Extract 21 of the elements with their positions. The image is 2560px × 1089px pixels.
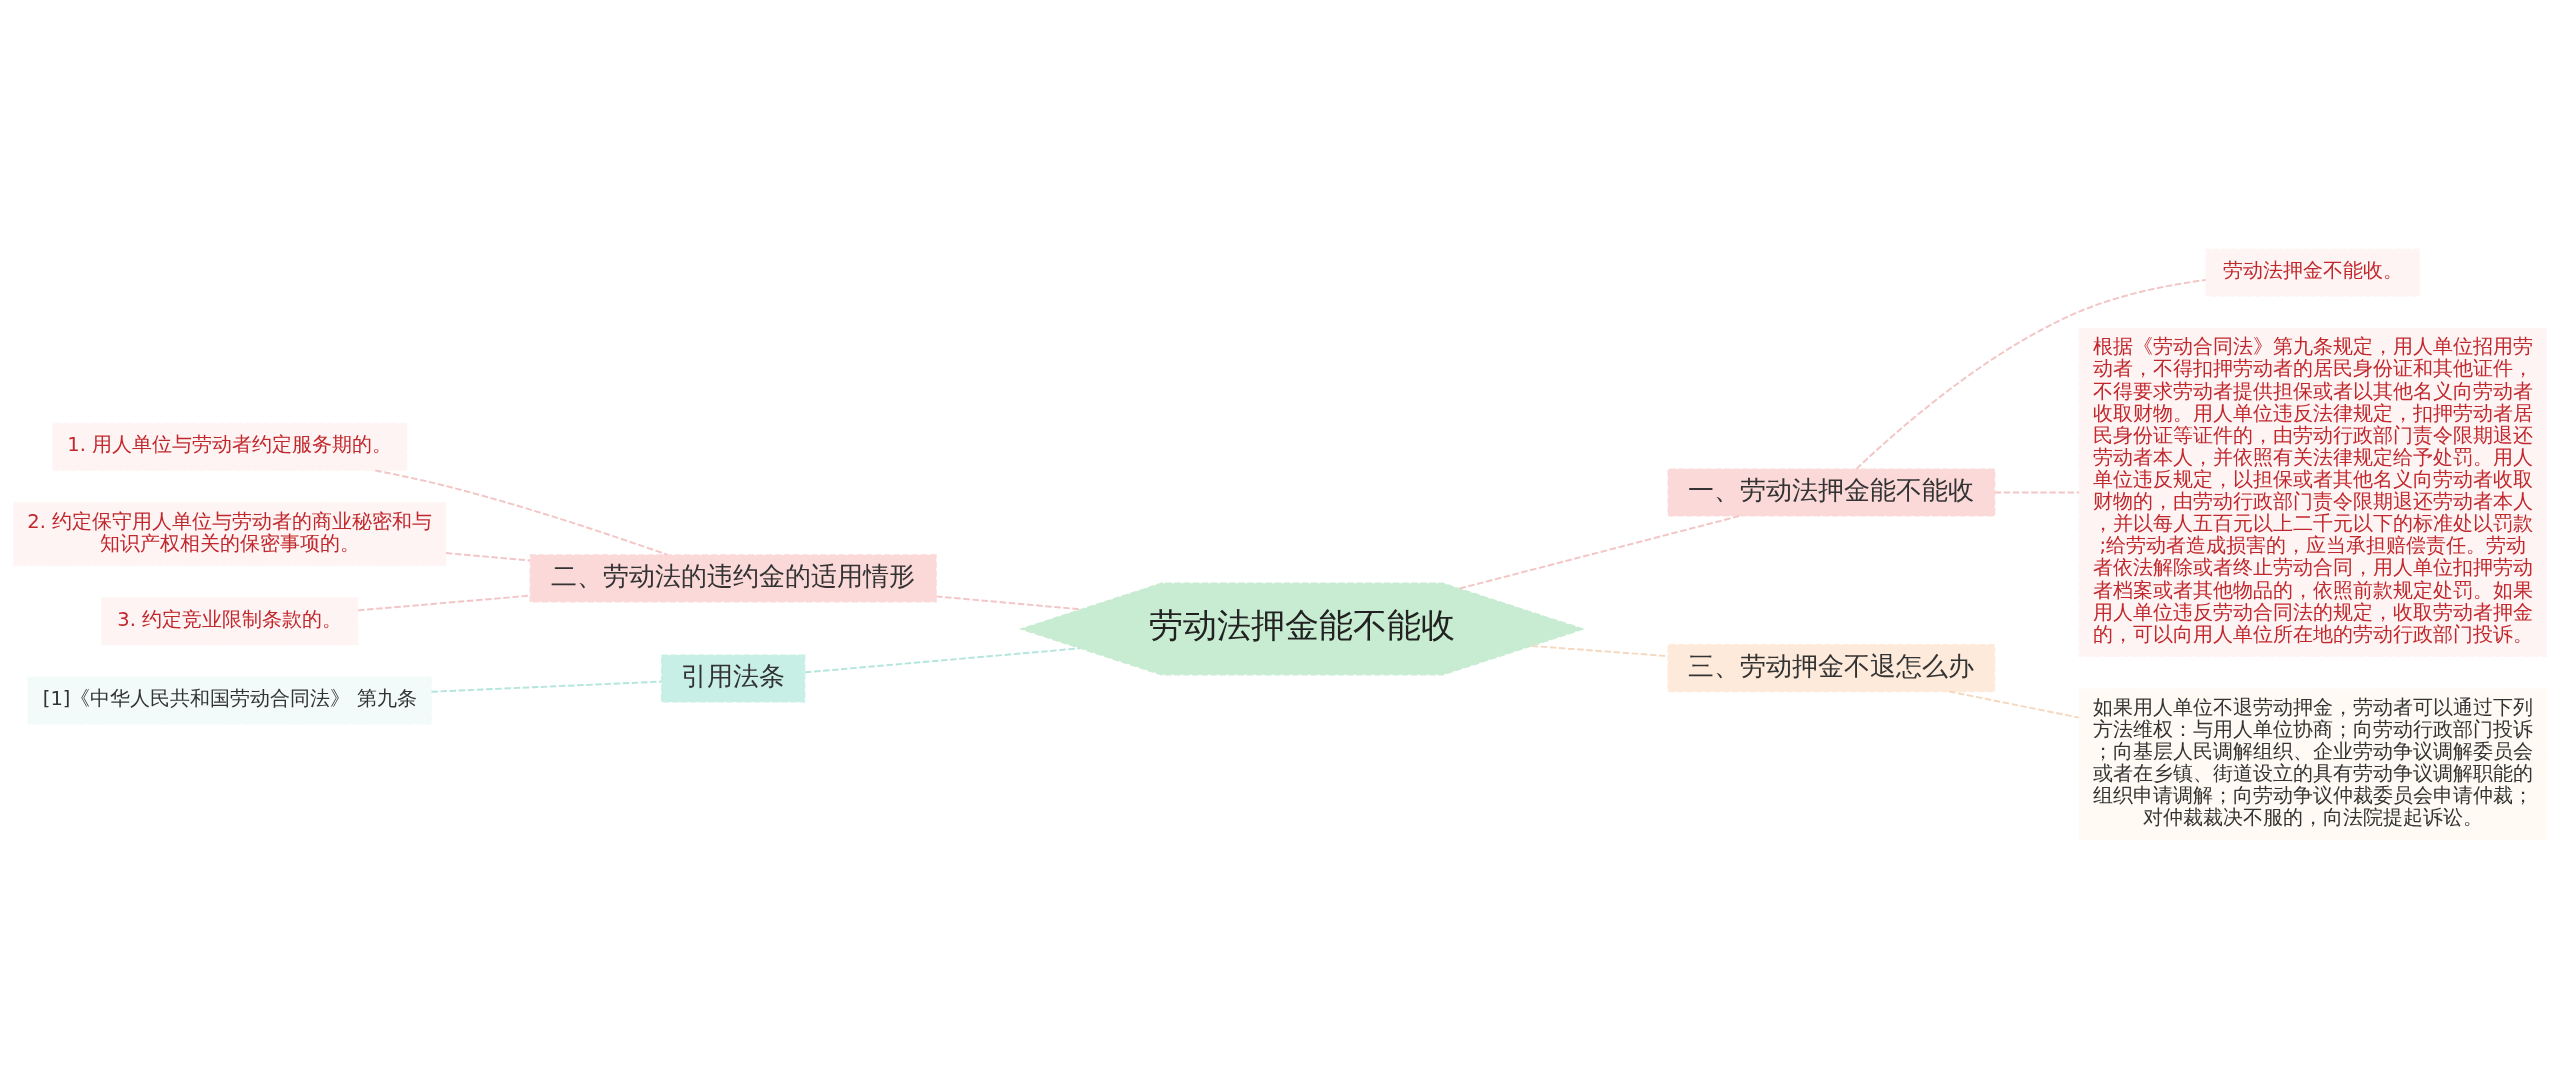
node-box: 二、劳动法的违约金的适用情形 (529, 554, 937, 603)
connector (445, 552, 531, 562)
node-box: 2. 约定保守用人单位与劳动者的商业秘密和与知识产权相关的保密事项的。 (13, 502, 447, 566)
connector (430, 680, 663, 693)
node-box: 三、劳动押金不退怎么办 (1667, 644, 1996, 693)
connector (804, 647, 1081, 674)
node-box: 如果用人单位不退劳动押金，劳动者可以通过下列方法维权：与用人单位协商；向劳动行政部门投诉；向基层人民调解组织、企业劳动争议调解委员会或者在乡镇、街道设立的具有劳动争议调解职能的组织申请调解；向劳动争议仲裁委员会申请仲裁；对仲裁裁决不服的，向法院提起诉讼。 (2078, 688, 2547, 841)
node-box: 一、劳动法押金能不能收 (1667, 468, 1996, 517)
connector (374, 469, 669, 556)
connector (1993, 491, 2080, 494)
connector (1458, 514, 1741, 590)
node-box: [1]《中华人民共和国劳动合同法》 第九条 (27, 676, 432, 725)
connector (935, 595, 1082, 611)
connector (1855, 278, 2207, 470)
node-box: 引用法条 (660, 654, 806, 703)
node-box: 1. 用人单位与劳动者约定服务期的。 (52, 422, 408, 471)
connector (357, 594, 531, 612)
node-box: 3. 约定竞业限制条款的。 (100, 597, 359, 646)
connector (1948, 690, 2080, 719)
node-box: 劳动法押金不能收。 (2205, 248, 2421, 297)
node-box: 根据《劳动合同法》第九条规定，用人单位招用劳动者，不得扣押劳动者的居民身份证和其他证件，不得要求劳动者提供担保或者以其他名义向劳动者收取财物。用人单位违反法律规定，扣押劳动者居民身份证等证件的，由劳动行政部门责令限期退还劳动者本人，并依照有关法律规定给予处罚。用人单位违反规定，以担保或者其他名义向劳动者收取财物的，由劳动行政部门责令限期退还劳动者本人，并以每人五百元以上二千元以下的标准处以罚款;给劳动者造成损害的，应当承担赔偿责任。劳动者依法解除或者终止劳动合同，用人单位扣押劳动者档案或者其他物品的，依照前款规定处罚。如果用人单位违反劳动合同法的规定，收取劳动者押金的，可以向用人单位所在地的劳动行政部门投诉。 (2078, 327, 2547, 657)
